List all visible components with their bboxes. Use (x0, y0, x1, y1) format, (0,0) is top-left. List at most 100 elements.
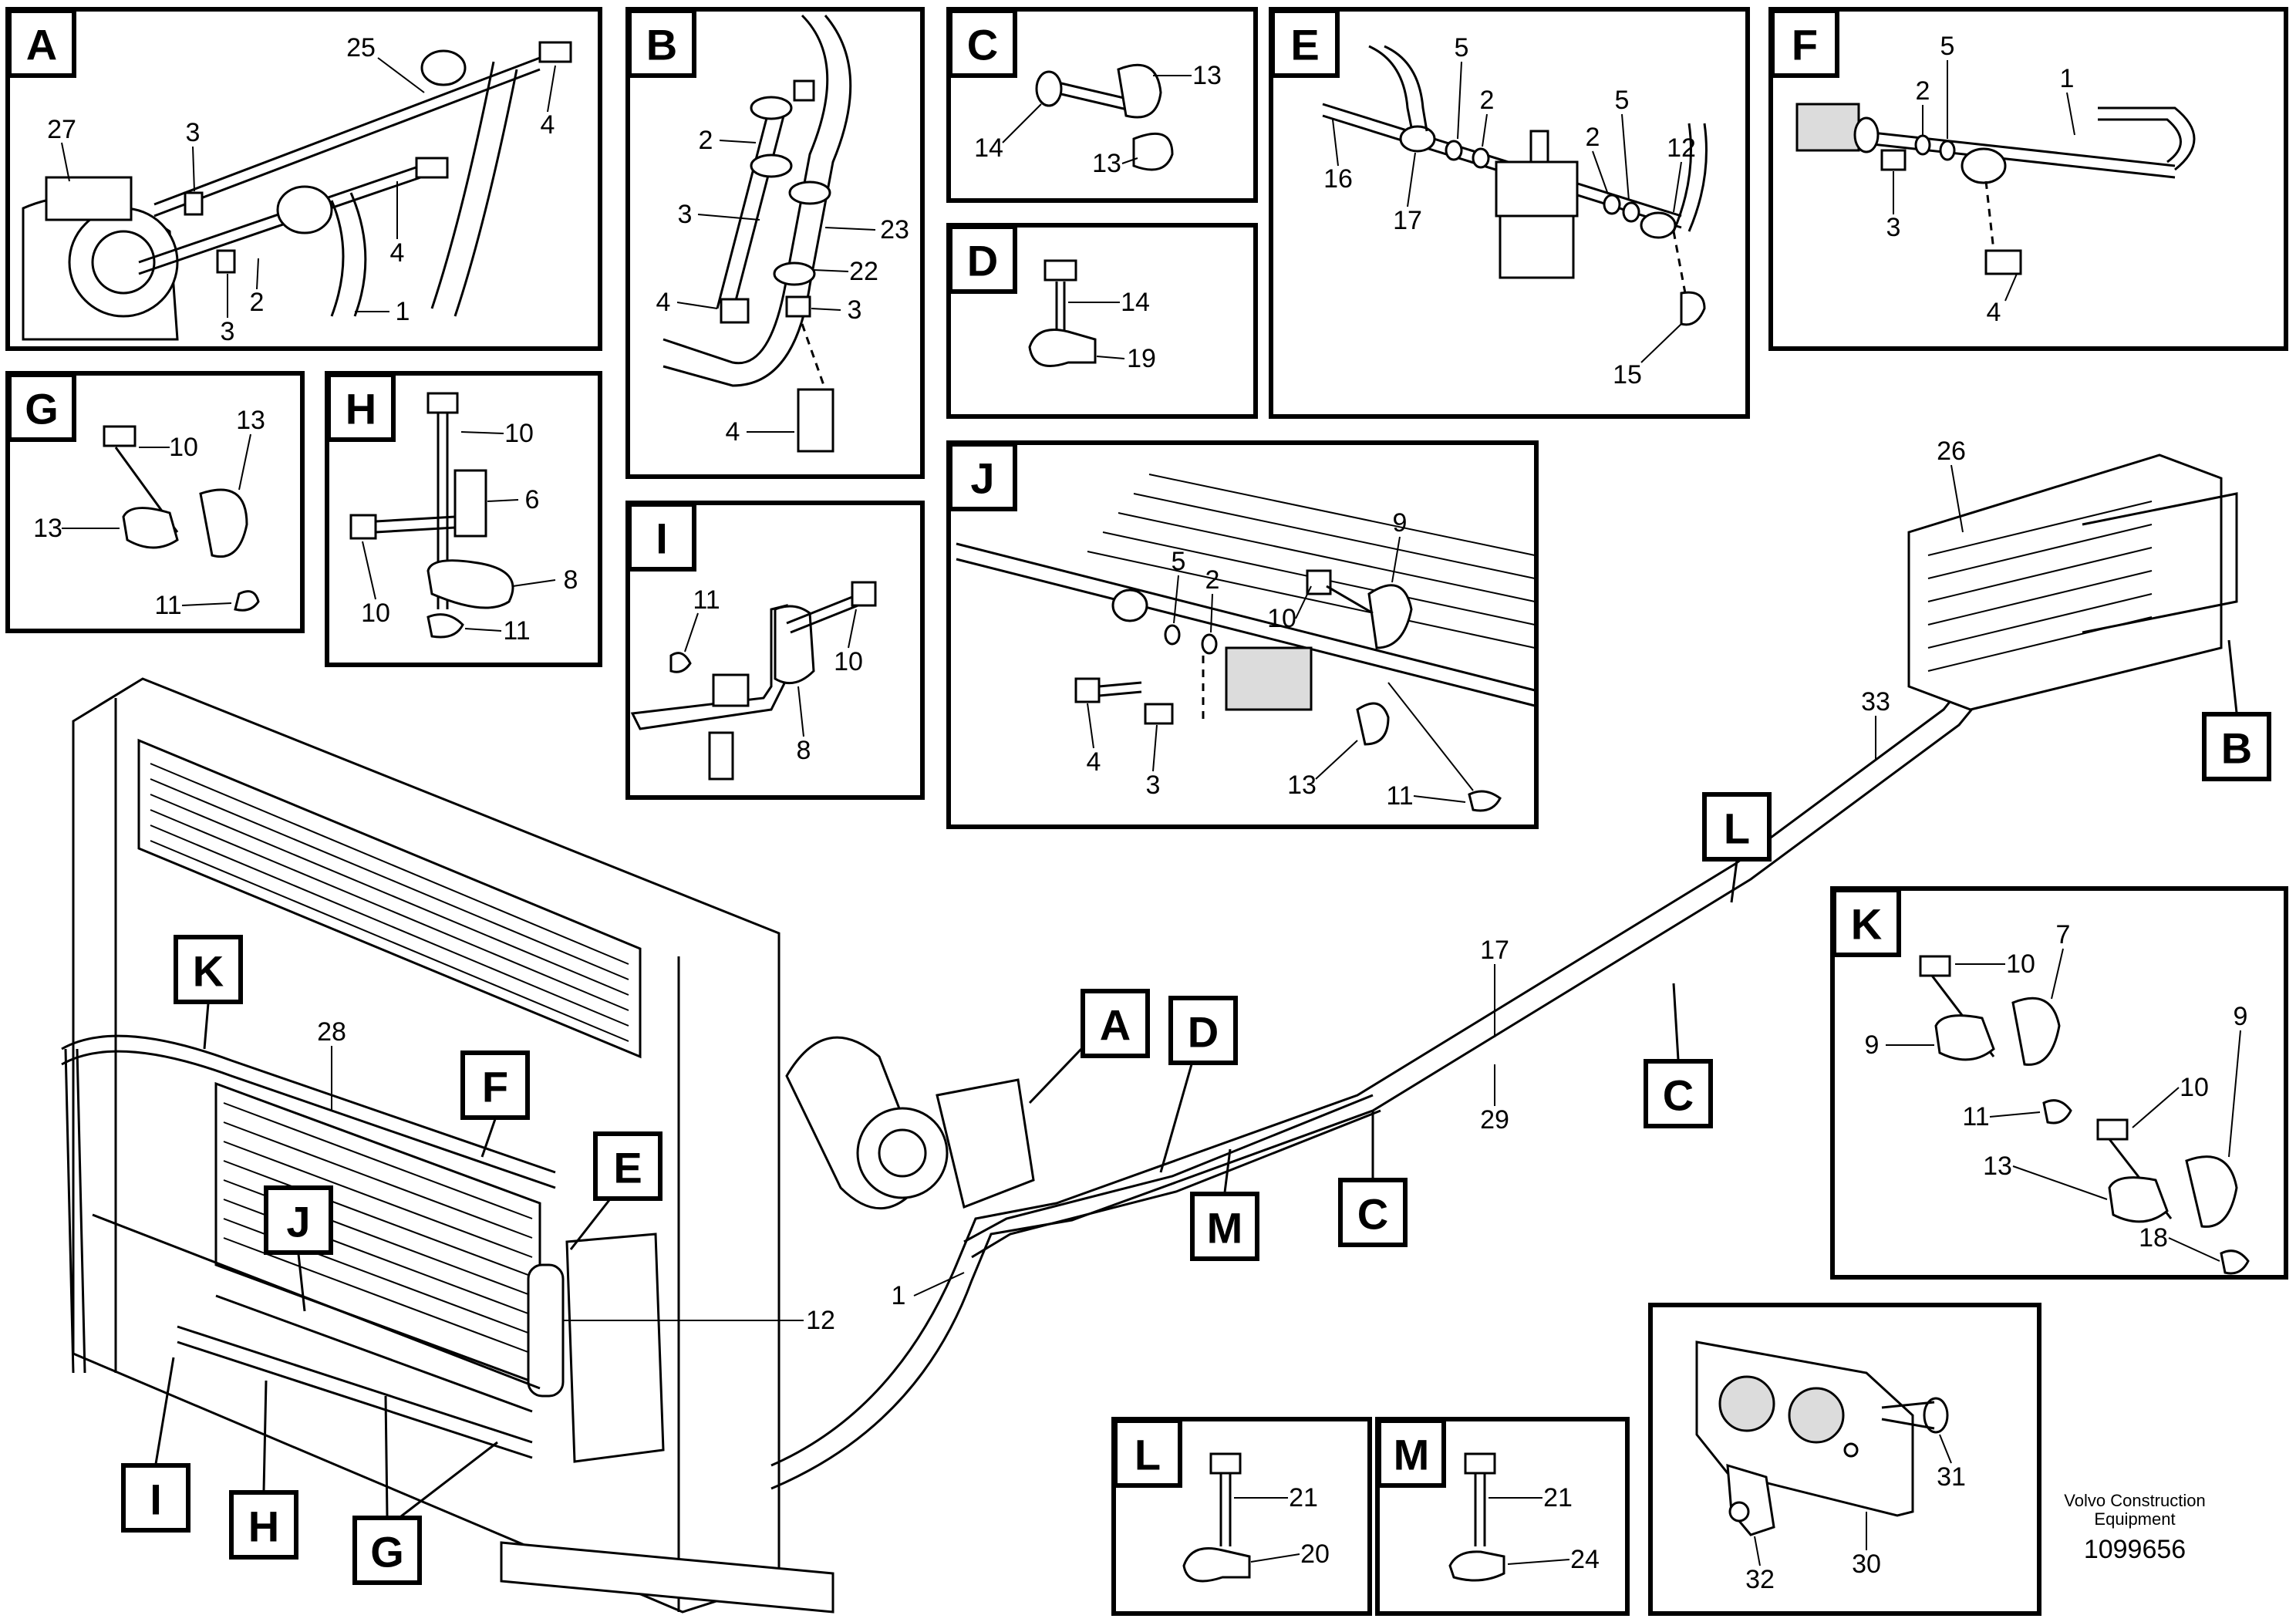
main-tag-j: J (264, 1185, 333, 1312)
callout-1: 1 (892, 1281, 906, 1310)
main-tag-c-lower: C (1338, 1111, 1408, 1247)
callout-h-6: 6 (525, 485, 540, 514)
svg-text:C: C (1663, 1071, 1694, 1120)
callout-a-3-bottom: 3 (221, 317, 235, 346)
svg-text:H: H (248, 1502, 279, 1551)
panel-e-label: E (1290, 21, 1319, 69)
main-tag-e: E (569, 1131, 663, 1250)
callout-l-20: 20 (1300, 1539, 1330, 1569)
callout-a-4-mid: 4 (390, 238, 405, 268)
callout-l-21: 21 (1289, 1483, 1318, 1512)
main-tag-m: M (1190, 1148, 1259, 1261)
callout-k-9-right: 9 (2234, 1002, 2248, 1031)
main-tag-b: B (2202, 639, 2271, 781)
panel-j-label: J (970, 454, 994, 503)
main-tag-c-upper: C (1644, 983, 1713, 1128)
callout-i-10: 10 (834, 647, 863, 676)
callout-b-4-bottom: 4 (726, 417, 740, 447)
callout-17: 17 (1480, 936, 1509, 965)
panel-b-label: B (646, 21, 677, 69)
detail-panel-d: D 14 19 (946, 223, 1258, 419)
detail-panel-f: F 5 1 2 3 4 (1768, 7, 2288, 351)
callout-e-5-right: 5 (1615, 86, 1630, 115)
svg-text:D: D (1188, 1008, 1219, 1057)
detail-panel-l: L 21 20 (1111, 1417, 1372, 1616)
svg-text:E: E (613, 1144, 642, 1192)
callout-33: 33 (1861, 687, 1890, 717)
callout-c-14: 14 (974, 133, 1003, 163)
callout-b-23: 23 (880, 215, 909, 244)
callout-b-22: 22 (849, 257, 878, 286)
panel-d-label: D (967, 237, 998, 285)
detail-panel-m: M 21 24 (1375, 1417, 1630, 1616)
svg-text:B: B (2221, 724, 2252, 773)
callout-m-21: 21 (1543, 1483, 1573, 1512)
detail-panel-j: J 9 5 2 10 4 3 13 11 (946, 440, 1539, 829)
detail-panel-c: C 13 14 13 (946, 7, 1258, 203)
callout-k-10-top: 10 (2006, 949, 2035, 979)
callout-29: 29 (1480, 1105, 1509, 1135)
svg-text:I: I (150, 1475, 162, 1524)
callout-h-10-top: 10 (504, 419, 534, 448)
detail-panel-g: G 10 13 13 11 (5, 371, 305, 633)
callout-j-3: 3 (1146, 771, 1161, 800)
main-tag-h: H (229, 1380, 298, 1560)
callout-f-2: 2 (1916, 76, 1930, 106)
callout-e-16: 16 (1323, 164, 1353, 194)
callout-b-2: 2 (699, 126, 713, 155)
callout-f-4: 4 (1987, 298, 2001, 327)
svg-text:C: C (1357, 1190, 1388, 1239)
callout-f-5: 5 (1940, 32, 1955, 61)
callout-a-4: 4 (541, 110, 555, 140)
main-tag-i: I (121, 1357, 190, 1533)
callout-k-13: 13 (1983, 1152, 2012, 1181)
callout-i-8: 8 (797, 736, 811, 765)
callout-j-11: 11 (1386, 781, 1413, 811)
callout-f-1: 1 (2060, 64, 2075, 93)
detail-panel-h: H 10 6 10 8 11 (325, 371, 602, 667)
panel-c-label: C (967, 21, 998, 69)
panel-m-label: M (1394, 1431, 1430, 1479)
callout-d-19: 19 (1127, 344, 1156, 373)
panel-a-label: A (26, 21, 57, 69)
detail-panel-bracket: 31 32 30 (1648, 1303, 2041, 1616)
detail-panel-a: A 25 4 27 3 4 3 2 1 (5, 7, 602, 351)
callout-g-13-left: 13 (33, 514, 62, 543)
main-tag-d: D (1159, 996, 1238, 1173)
callout-j-5: 5 (1172, 547, 1186, 576)
document-number: 1099656 (2084, 1535, 2186, 1564)
callout-m-24: 24 (1570, 1545, 1600, 1574)
main-assembly: 26 33 17 29 28 12 1 K F E J (61, 437, 2271, 1614)
callout-b-4-top: 4 (656, 288, 671, 317)
callout-e-5-left: 5 (1455, 33, 1469, 62)
callout-a-2: 2 (250, 288, 265, 317)
callout-a-27: 27 (47, 115, 76, 144)
callout-k-11: 11 (1962, 1102, 1989, 1131)
panel-h-label: H (346, 385, 376, 433)
callout-26: 26 (1937, 437, 1966, 466)
callout-b-3-bottom: 3 (848, 295, 862, 325)
main-tag-f: F (460, 1050, 530, 1158)
svg-text:J: J (286, 1198, 310, 1246)
detail-panel-e: E 5 2 5 16 17 2 12 15 (1269, 7, 1750, 419)
svg-text:G: G (370, 1528, 404, 1576)
panel-l-label: L (1135, 1431, 1161, 1479)
callout-h-11: 11 (503, 616, 530, 646)
callout-j-4: 4 (1087, 747, 1101, 777)
panel-g-label: G (25, 385, 59, 433)
callout-j-9: 9 (1393, 508, 1408, 538)
callout-b-3: 3 (678, 200, 693, 229)
main-tag-g: G (352, 1395, 498, 1585)
main-tag-k: K (174, 935, 243, 1050)
callout-g-10: 10 (169, 433, 198, 462)
detail-panel-b: B 2 3 23 4 22 3 4 (625, 7, 925, 479)
callout-e-12: 12 (1667, 133, 1696, 163)
callout-c-13-top: 13 (1192, 61, 1222, 90)
callout-e-2-left: 2 (1480, 86, 1495, 115)
callout-12: 12 (806, 1306, 835, 1335)
panel-k-label: K (1851, 900, 1882, 949)
svg-text:A: A (1100, 1001, 1131, 1050)
callout-c-13-bottom: 13 (1092, 149, 1121, 178)
main-tag-l: L (1702, 792, 1772, 903)
